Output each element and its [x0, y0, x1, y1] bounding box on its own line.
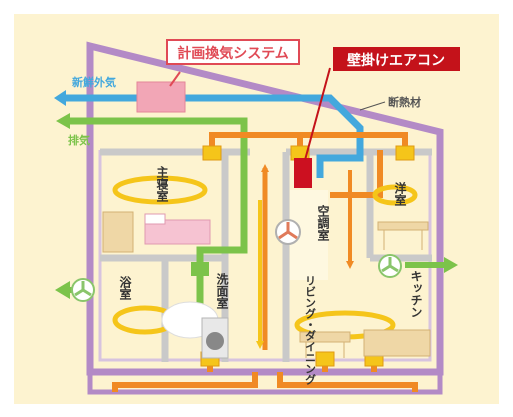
bed-icon: [144, 213, 211, 245]
wall-aircon-unit: [294, 158, 312, 188]
insulation-label: 断熱材: [388, 95, 421, 109]
wall-aircon-label: 壁掛けエアコン: [347, 52, 445, 69]
master-bedroom-label: 主寝室: [155, 165, 169, 203]
ventilation-system-label: 計画換気システム: [177, 45, 289, 62]
fan-icon: [71, 278, 95, 302]
exhaust-arrow: [56, 113, 70, 129]
desk-icon: [377, 221, 429, 250]
kitchen-counter-icon: [363, 329, 431, 357]
living-dining-label: リビング・ダイニング: [304, 275, 317, 385]
washroom-label: 洗面室: [215, 272, 229, 310]
wall-aircon-leader: [304, 67, 331, 161]
wall-aircon-label-box: [333, 47, 460, 71]
fresh-air-arrow: [54, 90, 66, 106]
sofa-icon: [299, 331, 351, 358]
kitchen-label: キッチン: [409, 270, 423, 318]
exhaust-label: 排気: [68, 133, 90, 147]
ventilation-label-leader: [169, 71, 181, 87]
wardrobe-icon: [102, 211, 134, 253]
fan-icon: [275, 219, 301, 245]
exhaust-side-arrow: [55, 281, 70, 299]
ventilation-unit: [136, 81, 186, 113]
insulation-leader: [359, 101, 386, 111]
bathroom-label: 浴室: [118, 275, 132, 301]
western-room-label: 洋室: [393, 181, 407, 207]
washing-machine-icon: [201, 317, 229, 359]
duct-joint-icon: [191, 262, 209, 276]
fresh-outside-air-label: 新鮮外気: [72, 75, 116, 89]
fan-icon: [378, 254, 402, 278]
duct-joint-icon: [200, 145, 415, 367]
kitchen-exhaust-arrow: [444, 257, 458, 273]
floor-crawlspace: [87, 369, 443, 395]
ventilation-system-label-box: [166, 39, 300, 65]
ac-room-label: 空調室: [316, 204, 330, 242]
fresh-air-duct: [66, 94, 364, 178]
